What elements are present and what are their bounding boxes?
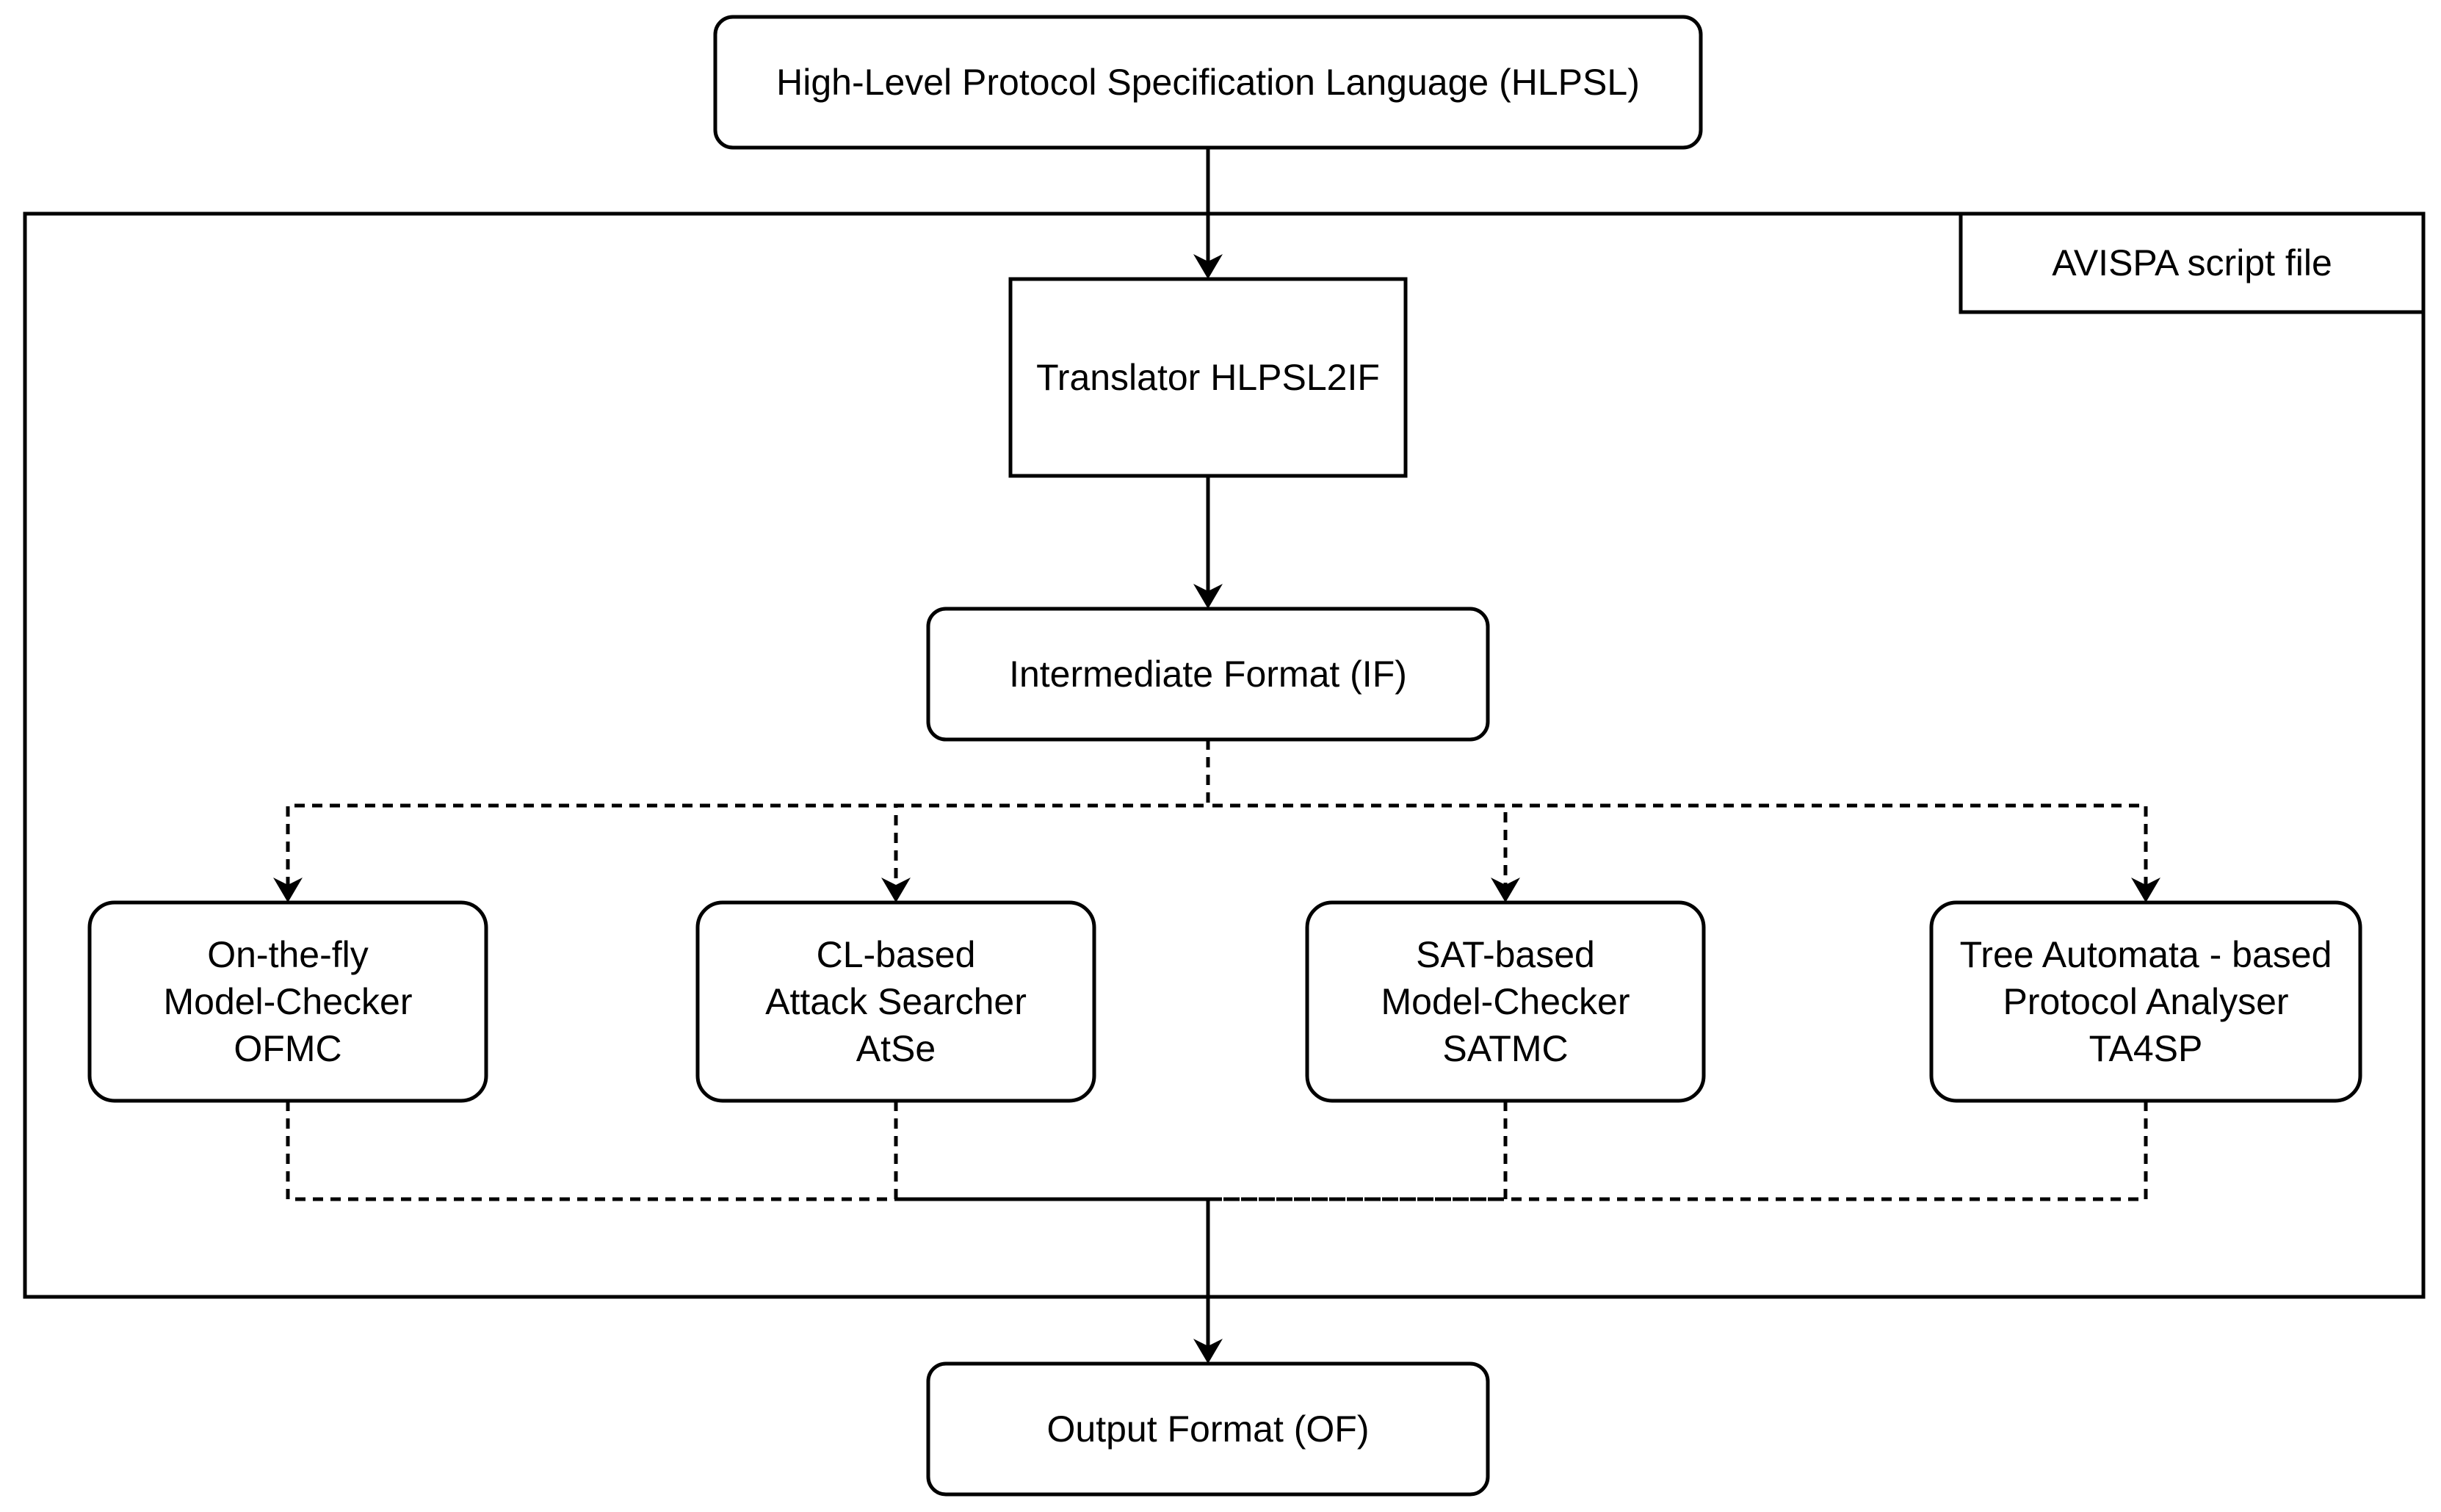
- node-intermediate-box: [926, 607, 1490, 742]
- node-atse-label-line-1: CL-based: [817, 934, 976, 975]
- node-hlpsl: High-Level Protocol Specification Langua…: [713, 15, 1703, 150]
- node-translator-label-line-1: Translator HLPSL2IF: [1036, 357, 1380, 398]
- node-translator-box: [1008, 277, 1408, 478]
- node-intermediate-label-line-1: Intermediate Format (IF): [1009, 654, 1407, 695]
- node-intermediate: Intermediate Format (IF): [926, 607, 1490, 742]
- node-hlpsl-box: [713, 15, 1703, 150]
- node-ta4sp-label-line-2: Protocol Analyser: [2003, 981, 2288, 1022]
- node-ofmc-label-line-2: Model-Checker: [163, 981, 412, 1022]
- edge-intermediate-to-atse: [894, 739, 1210, 898]
- edge-hlpsl-to-translator-arrowhead: [1193, 254, 1223, 279]
- edge-atse-to-output: [894, 1101, 1210, 1359]
- node-ofmc-label-line-3: OFMC: [234, 1028, 341, 1069]
- node-ta4sp-box: [1929, 900, 2362, 1103]
- edge-satmc-to-output: [1206, 1101, 1508, 1359]
- edge-to-output-arrowhead: [1193, 1339, 1223, 1364]
- node-satmc-label-line-3: SATMC: [1442, 1028, 1568, 1069]
- edge-intermediate-to-satmc: [1206, 739, 1508, 898]
- node-atse-label-line-3: AtSe: [856, 1028, 936, 1069]
- edge-intermediate-to-ofmc: [286, 739, 1210, 898]
- edge-translator-to-intermediate-arrowhead: [1193, 584, 1223, 609]
- avispa-script-container: [23, 211, 2426, 1299]
- node-output: Output Format (OF): [926, 1361, 1490, 1497]
- edges-layer: [273, 148, 2160, 1364]
- node-ta4sp-label-line-1: Tree Automata - based: [1960, 934, 2332, 975]
- edge-ofmc-to-output: [286, 1101, 1210, 1359]
- edge-intermediate-to-ta4sp-arrowhead: [2131, 878, 2160, 903]
- node-satmc-box: [1305, 900, 1706, 1103]
- node-atse-label-line-2: Attack Searcher: [765, 981, 1027, 1022]
- nodes-layer: High-Level Protocol Specification Langua…: [87, 15, 2362, 1497]
- node-atse-box: [695, 900, 1096, 1103]
- node-output-label-line-1: Output Format (OF): [1047, 1408, 1370, 1450]
- node-output-box: [926, 1361, 1490, 1497]
- edge-intermediate-to-atse-arrowhead: [881, 878, 911, 903]
- container-label-box: [1959, 211, 2426, 314]
- edge-intermediate-to-ta4sp: [1206, 739, 2148, 898]
- node-satmc-label-line-1: SAT-based: [1416, 934, 1595, 975]
- node-ofmc-label-line-1: On-the-fly: [207, 934, 369, 975]
- container-label: AVISPA script file: [2052, 242, 2332, 283]
- node-hlpsl-label-line-1: High-Level Protocol Specification Langua…: [776, 62, 1640, 103]
- node-ta4sp-label-line-3: TA4SP: [2089, 1028, 2203, 1069]
- edge-intermediate-to-ofmc-arrowhead: [273, 878, 303, 903]
- node-satmc-label-line-2: Model-Checker: [1381, 981, 1630, 1022]
- node-ofmc-box: [87, 900, 488, 1103]
- edge-intermediate-to-satmc-arrowhead: [1491, 878, 1520, 903]
- edge-ta4sp-to-output: [1206, 1101, 2148, 1359]
- node-translator: Translator HLPSL2IF: [1008, 277, 1408, 478]
